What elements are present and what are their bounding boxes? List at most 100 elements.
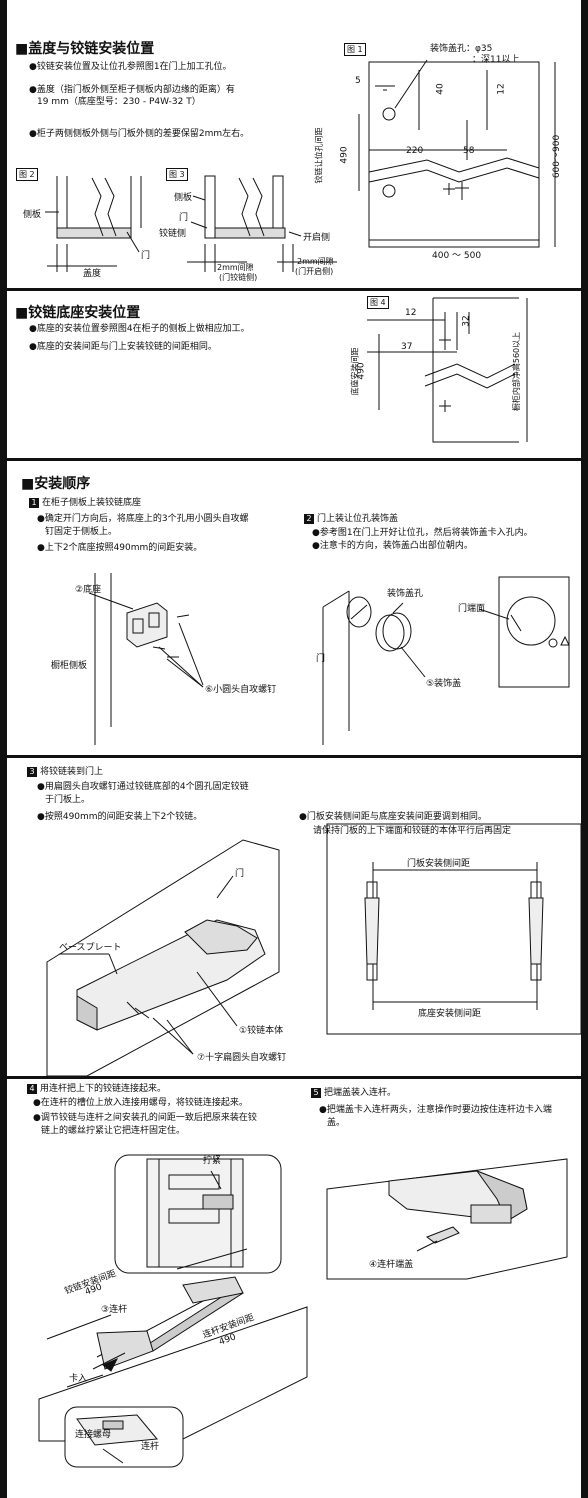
steps-1-2-drawing bbox=[7, 461, 581, 755]
bullet-text: ●底座的安装间距与门上安装铰链的间距相同。 bbox=[29, 342, 217, 352]
step-title-text: 把端盖装入连杆。 bbox=[324, 1088, 397, 1098]
label: ③连杆 bbox=[101, 1305, 128, 1315]
bullet-text: ●在连杆的槽位上放入连接用螺母，将铰链连接起来。 bbox=[33, 1098, 248, 1108]
label: 2mm间隙 bbox=[297, 257, 334, 266]
label: 底座安装侧间距 bbox=[418, 1009, 482, 1019]
bullet-text: ●柜子两侧侧板外侧与门板外侧的差要保留2mm左右。 bbox=[29, 129, 250, 139]
step-title-text: 将铰链装到门上 bbox=[40, 767, 104, 777]
label: ⑥小圆头自攻螺钉 bbox=[205, 685, 277, 695]
label: 门端面 bbox=[458, 604, 486, 614]
label: 门 bbox=[141, 251, 151, 261]
label: 装饰盖孔 bbox=[387, 589, 424, 599]
label: 连接螺母 bbox=[75, 1430, 112, 1440]
figure-2-drawing bbox=[7, 0, 581, 288]
label: 2mm间隙 bbox=[217, 263, 254, 272]
bullet-text: ●底座的安装位置参照图4在柜子的侧板上做相应加工。 bbox=[29, 324, 250, 334]
step-number: 2 bbox=[304, 513, 314, 524]
bullet-text: ●上下2个底座按照490mm的间距安装。 bbox=[37, 543, 203, 553]
figure-tag: 图 2 bbox=[16, 168, 38, 181]
dimension: 12 bbox=[496, 83, 507, 95]
label: (门开启侧) bbox=[295, 267, 334, 276]
label: 盖度 bbox=[83, 269, 102, 279]
label: 门 bbox=[316, 654, 326, 664]
bullet-text: 链上的螺丝拧紧让它把连杆固定住。 bbox=[41, 1126, 186, 1136]
label: ①铰链本体 bbox=[239, 1026, 284, 1036]
label: 门板安装侧间距 bbox=[407, 859, 471, 869]
label: ⑤装饰盖 bbox=[426, 679, 462, 689]
label: 连杆 bbox=[141, 1442, 160, 1452]
dimension: 600～900 bbox=[552, 134, 563, 179]
label: ：深11以上 bbox=[472, 55, 520, 65]
steps-4-5-drawing bbox=[7, 1079, 581, 1498]
bullet-text: 钉固定于侧板上。 bbox=[45, 527, 118, 537]
step-number: 5 bbox=[311, 1087, 321, 1098]
bullet-text: ●参考图1在门上开好让位孔，然后将装饰盖卡入孔内。 bbox=[312, 528, 533, 538]
label: 橱柜侧板 bbox=[51, 661, 88, 671]
step-title-text: 门上装让位孔装饰盖 bbox=[317, 514, 399, 524]
step-number: 1 bbox=[29, 497, 39, 508]
label: 侧板 bbox=[23, 210, 42, 220]
step-title-text: 在柜子侧板上装铰链底座 bbox=[42, 498, 142, 508]
label: 拧紧 bbox=[203, 1156, 222, 1166]
section-title: ■盖度与铰链安装位置 bbox=[15, 41, 155, 57]
dimension: 490 bbox=[339, 146, 350, 164]
figure-tag: 图 3 bbox=[166, 168, 188, 181]
figure-1-drawing bbox=[7, 0, 581, 288]
label: 门 bbox=[179, 213, 189, 223]
dimension: 490 bbox=[356, 362, 367, 380]
label: 橱柜内部净高560以上 bbox=[512, 331, 522, 412]
bullet-text: 19 mm（底座型号：230 - P4W-32 T） bbox=[37, 97, 201, 107]
figure-tag: 图 1 bbox=[344, 43, 366, 56]
bullet-text: 于门板上。 bbox=[45, 795, 91, 805]
dimension: 400 ～ 500 bbox=[432, 251, 482, 261]
dimension: 40 bbox=[435, 83, 446, 95]
bullet-text: ●用扁圆头自攻螺钉通过铰链底部的4个圆孔固定铰链 bbox=[37, 782, 249, 792]
dimension: 32 bbox=[461, 315, 472, 327]
bullet-text: ●调节铰链与连杆之间安装孔的间距一致后把原来装在铰 bbox=[33, 1113, 257, 1123]
label: 开启侧 bbox=[303, 233, 331, 243]
bullet-text: ●门板安装侧间距与底座安装间距要调到相同。 bbox=[299, 812, 487, 822]
bullet-text: ●按照490mm的间距安装上下2个铰链。 bbox=[37, 812, 203, 822]
manual-page: ■盖度与铰链安装位置 ●铰链安装位置及让位孔参照图1在门上加工孔位。 ●盖度（指… bbox=[7, 0, 581, 1498]
dimension: 5 bbox=[355, 76, 361, 86]
step-number: 4 bbox=[27, 1083, 37, 1094]
bullet-text: ●注意卡的方向，装饰盖凸出部位朝内。 bbox=[312, 541, 473, 551]
dimension: 37 bbox=[401, 342, 413, 352]
label: 铰链侧 bbox=[159, 229, 187, 239]
label: (门铰链侧) bbox=[219, 273, 258, 282]
label: 门 bbox=[235, 869, 245, 879]
label: 装饰盖孔：φ35 bbox=[430, 44, 493, 54]
dimension: 58 bbox=[463, 146, 475, 156]
dimension: 220 bbox=[406, 146, 424, 156]
bullet-text: ●铰链安装位置及让位孔参照图1在门上加工孔位。 bbox=[29, 62, 232, 72]
dimension: 12 bbox=[405, 308, 417, 318]
label: 侧板 bbox=[174, 193, 193, 203]
figure-4-drawing bbox=[7, 290, 581, 458]
label: ②底座 bbox=[75, 585, 102, 595]
bullet-text: 盖。 bbox=[327, 1118, 346, 1128]
section-base-position: ■铰链底座安装位置 ●底座的安装位置参照图4在柜子的侧板上做相应加工。 ●底座的… bbox=[7, 290, 581, 461]
label: ⑦十字扁圆头自攻螺钉 bbox=[197, 1053, 287, 1063]
section-title: ■安装顺序 bbox=[21, 476, 91, 492]
bullet-text: ●盖度（指门板外侧至柜子侧板内部边缘的距离）有 bbox=[29, 85, 235, 95]
figure-tag: 图 4 bbox=[367, 296, 389, 309]
bullet-text: 请保持门板的上下端面和铰链的本体平行后再固定 bbox=[313, 826, 512, 836]
section-overlay-hinge-position: ■盖度与铰链安装位置 ●铰链安装位置及让位孔参照图1在门上加工孔位。 ●盖度（指… bbox=[7, 0, 581, 291]
bullet-text: ●确定开门方向后，将底座上的3个孔用小圆头自攻螺 bbox=[37, 514, 249, 524]
label: 卡入 bbox=[69, 1374, 88, 1384]
bullet-text: ●把端盖卡入连杆两头，注意操作时要边按住连杆边卡入端 bbox=[319, 1105, 552, 1115]
step-title-text: 用连杆把上下的铰链连接起来。 bbox=[40, 1084, 167, 1094]
section-title: ■铰链底座安装位置 bbox=[15, 305, 141, 321]
label: 铰链让位孔间距 bbox=[314, 127, 324, 184]
label: ④连杆端盖 bbox=[369, 1260, 414, 1270]
label: ベースプレート bbox=[59, 943, 122, 953]
step-number: 3 bbox=[27, 766, 37, 777]
